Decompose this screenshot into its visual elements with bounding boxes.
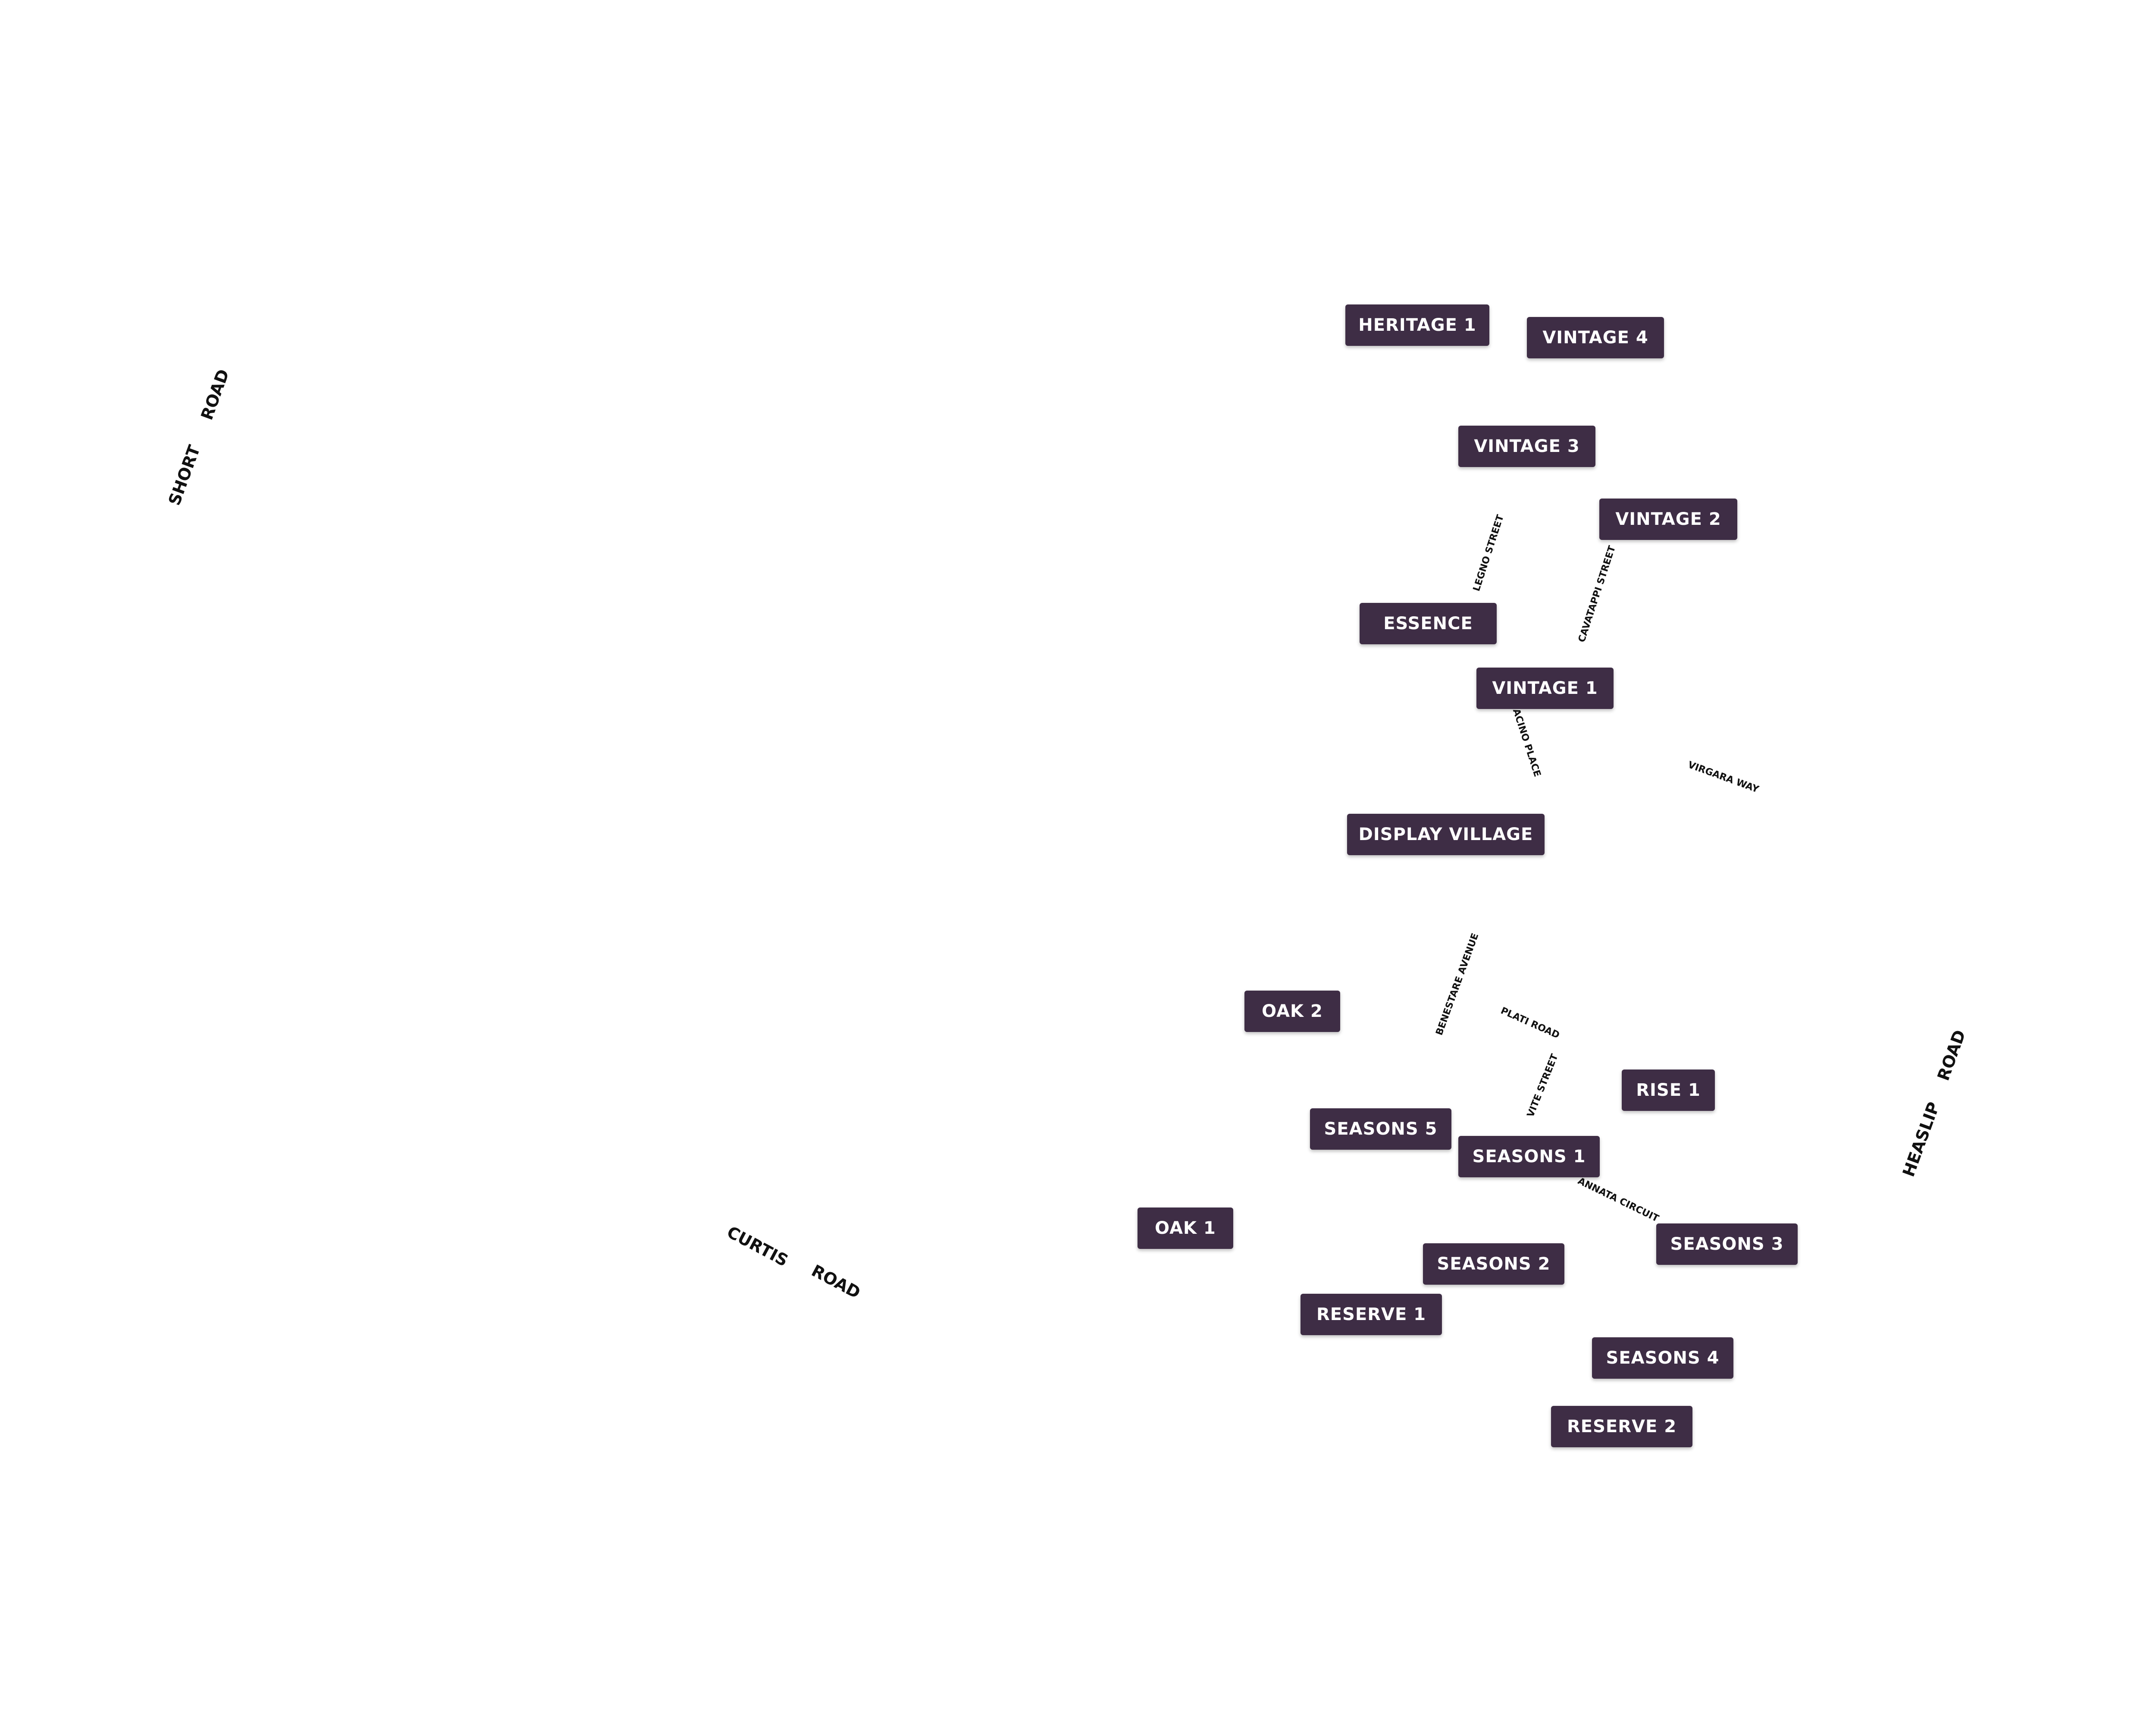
stage-seasons-5[interactable]: SEASONS 5: [1310, 1108, 1451, 1150]
stage-vintage-4[interactable]: VINTAGE 4: [1527, 317, 1664, 358]
stage-rise-1[interactable]: RISE 1: [1622, 1070, 1715, 1111]
road-label-vite-street: VITE STREET: [1525, 1052, 1561, 1119]
stage-reserve-2[interactable]: RESERVE 2: [1551, 1406, 1692, 1447]
stage-oak-1[interactable]: OAK 1: [1138, 1208, 1233, 1249]
road-label-virgara-way: VIRGARA WAY: [1686, 759, 1761, 795]
road-label-cavatappi-street: CAVATAPPI STREET: [1576, 544, 1618, 644]
road-label-curtis: CURTIS: [724, 1222, 792, 1270]
stage-oak-2[interactable]: OAK 2: [1244, 991, 1340, 1032]
road-label-acino-place: ACINO PLACE: [1510, 707, 1543, 778]
road-label-legno-street: LEGNO STREET: [1471, 513, 1506, 593]
stage-display-village[interactable]: DISPLAY VILLAGE: [1347, 814, 1545, 855]
road-label-plati-road: PLATI ROAD: [1499, 1005, 1561, 1041]
stage-seasons-3[interactable]: SEASONS 3: [1656, 1223, 1798, 1265]
road-label-heaslip-road: ROAD: [1934, 1027, 1970, 1083]
stage-vintage-3[interactable]: VINTAGE 3: [1458, 426, 1595, 467]
stage-vintage-1[interactable]: VINTAGE 1: [1476, 668, 1614, 709]
stage-seasons-4[interactable]: SEASONS 4: [1592, 1337, 1733, 1379]
stage-heritage-1[interactable]: HERITAGE 1: [1345, 304, 1489, 346]
stage-seasons-1[interactable]: SEASONS 1: [1458, 1136, 1600, 1177]
stage-essence[interactable]: ESSENCE: [1360, 603, 1497, 644]
road-label-short-road: ROAD: [197, 367, 233, 423]
stage-seasons-2[interactable]: SEASONS 2: [1423, 1243, 1564, 1285]
road-label-annata-circuit: ANNATA CIRCUIT: [1576, 1176, 1661, 1224]
road-label-curtis-road: ROAD: [808, 1261, 864, 1302]
road-label-benestare-avenue: BENESTARE AVENUE: [1434, 932, 1481, 1037]
road-label-heaslip: HEASLIP: [1899, 1099, 1943, 1179]
road-label-short: SHORT: [165, 442, 204, 508]
stage-vintage-2[interactable]: VINTAGE 2: [1599, 499, 1737, 540]
stage-reserve-1[interactable]: RESERVE 1: [1300, 1294, 1442, 1335]
